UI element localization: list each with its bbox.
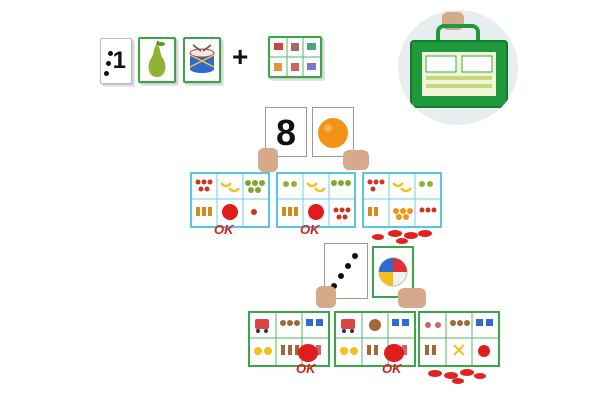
drum-icon xyxy=(189,44,215,73)
red-chip xyxy=(384,344,404,362)
ok-label: OK xyxy=(300,222,320,237)
red-chip xyxy=(396,238,408,244)
red-chip xyxy=(298,344,318,362)
hand xyxy=(343,150,369,170)
number-card-one: 1 xyxy=(100,38,132,84)
pear-icon xyxy=(148,40,166,77)
card-digit: 1 xyxy=(112,47,126,74)
drum-picture-card xyxy=(183,37,221,83)
orange-icon xyxy=(318,118,348,148)
ok-label: OK xyxy=(382,361,402,376)
case-label-art xyxy=(425,55,493,88)
pear-picture-card xyxy=(138,37,176,83)
toy-board xyxy=(334,311,416,367)
fruit-board xyxy=(362,172,442,228)
orange-picture-card xyxy=(312,107,354,157)
red-chip xyxy=(428,370,442,377)
red-chip xyxy=(388,230,402,237)
dot xyxy=(106,61,111,66)
hand xyxy=(258,148,278,172)
hand xyxy=(398,288,426,308)
red-chip xyxy=(404,232,418,239)
green-case xyxy=(410,40,508,108)
toy-board xyxy=(248,311,330,367)
hand xyxy=(316,286,336,308)
board-thumbnail xyxy=(270,38,320,76)
toy-board xyxy=(418,311,500,367)
ok-label: OK xyxy=(214,222,234,237)
fruit-board-art xyxy=(278,174,354,226)
fruit-board xyxy=(190,172,270,228)
red-chip xyxy=(452,378,464,384)
number-card-eight: 8 xyxy=(265,107,307,157)
red-chip xyxy=(418,230,432,237)
plus-symbol: + xyxy=(232,41,249,72)
fruit-board-art xyxy=(364,174,440,226)
card-digit: 8 xyxy=(275,112,297,153)
dot xyxy=(104,71,109,76)
board-stack xyxy=(268,36,322,78)
fruit-board xyxy=(276,172,356,228)
red-chip xyxy=(460,369,474,376)
toy-board-art xyxy=(250,313,328,365)
case-handle xyxy=(436,24,480,44)
beach-ball-icon xyxy=(378,257,408,287)
ok-label: OK xyxy=(296,361,316,376)
ball-picture-card xyxy=(372,246,414,298)
storage-case-photo xyxy=(398,10,518,125)
red-chip xyxy=(474,373,486,379)
fruit-board-art xyxy=(192,174,268,226)
red-chip xyxy=(444,372,458,379)
dot xyxy=(108,51,113,56)
case-label xyxy=(422,52,496,96)
red-chip xyxy=(372,234,384,240)
toy-board-art xyxy=(420,313,498,365)
